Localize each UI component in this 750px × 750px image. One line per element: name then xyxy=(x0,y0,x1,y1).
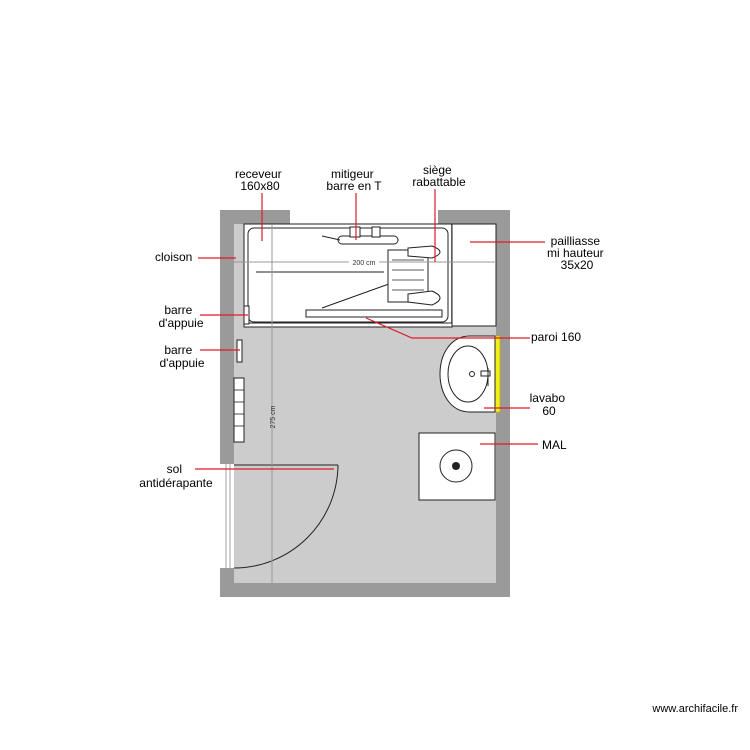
label-siege-line2: rabattable xyxy=(412,175,466,189)
label-mitigeur-line2: barre en T xyxy=(326,179,382,193)
label-lavabo: lavabo 60 xyxy=(530,391,569,418)
label-mitigeur: mitigeur barre en T xyxy=(326,167,382,193)
label-paroi: paroi 160 xyxy=(531,330,581,344)
door-opening xyxy=(220,464,234,568)
folding-seat xyxy=(387,245,441,306)
radiator-body xyxy=(233,377,245,443)
countertop xyxy=(451,223,497,327)
washbasin xyxy=(439,335,496,413)
label-mal: MAL xyxy=(542,438,567,452)
label-barre-2-line2: d'appuie xyxy=(160,356,205,370)
leader-lines xyxy=(195,189,545,470)
label-siege: siège rabattable xyxy=(412,163,466,189)
shower-rail xyxy=(243,322,453,328)
label-receveur-line2: 160x80 xyxy=(240,179,280,193)
door-swing-arc xyxy=(233,464,339,569)
mixer-bar xyxy=(337,235,399,245)
label-barre-1-line2: d'appuie xyxy=(159,316,204,330)
window-opening xyxy=(290,210,438,224)
mixer-body xyxy=(349,226,361,238)
mixer-hose xyxy=(321,235,341,241)
label-mitigeur-line1: mitigeur xyxy=(331,167,374,181)
label-pailliasse: pailliasse mi hauteur 35x20 xyxy=(547,234,607,272)
width-dimension-text: 200 cm xyxy=(353,260,376,267)
door xyxy=(225,464,339,569)
label-pailliasse-line2: mi hauteur xyxy=(547,246,604,260)
label-lavabo-line2: 60 xyxy=(542,404,556,418)
label-receveur: receveur 160x80 xyxy=(235,167,285,193)
annotations: receveur 160x80 mitigeur barre en T sièg… xyxy=(139,163,607,490)
washing-machine-center xyxy=(452,462,460,470)
seat-arm-top xyxy=(407,245,441,259)
label-pailliasse-line1: pailliasse xyxy=(551,234,601,248)
width-dimension-bg xyxy=(349,258,379,267)
label-barre-2: barre d'appuie xyxy=(160,343,205,370)
height-dimension-text: 275 cm xyxy=(270,405,277,428)
leader-paroi xyxy=(365,317,530,339)
washing-machine xyxy=(418,432,496,501)
seat-arm-bottom xyxy=(407,290,441,306)
label-lavabo-line1: lavabo xyxy=(530,391,566,405)
label-pailliasse-line3: 35x20 xyxy=(561,258,594,272)
label-barre-2-line1: barre xyxy=(164,343,192,357)
mixer-tap xyxy=(321,226,399,245)
radiator xyxy=(233,377,245,443)
washbasin-drain xyxy=(469,371,475,377)
label-cloison: cloison xyxy=(155,250,192,264)
label-receveur-line1: receveur xyxy=(235,167,282,181)
site-credit: www.archifacile.fr xyxy=(651,703,738,715)
dimensions: 200 cm 275 cm xyxy=(234,224,496,583)
label-sol: sol antidérapante xyxy=(139,462,213,490)
mixer-handle xyxy=(371,226,381,238)
shower-bar-diagonal xyxy=(321,279,401,309)
washbasin-tap xyxy=(480,370,491,377)
label-sol-line1: sol xyxy=(167,462,182,476)
shower-bench xyxy=(305,309,443,318)
label-barre-1-line1: barre xyxy=(164,303,192,317)
label-siege-line1: siège xyxy=(423,163,452,177)
label-sol-line2: antidérapante xyxy=(139,476,213,490)
grab-bar-wall xyxy=(236,339,243,363)
label-barre-1: barre d'appuie xyxy=(159,303,204,330)
